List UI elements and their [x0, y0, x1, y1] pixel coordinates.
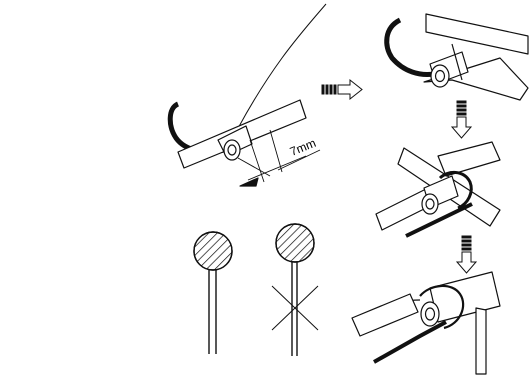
dimension-label: 7mm	[288, 136, 318, 159]
black-wire-4	[374, 322, 446, 362]
step2-tape-wrap	[387, 14, 528, 100]
lead-correct	[194, 232, 232, 354]
lead-incorrect	[276, 224, 314, 356]
arrow-right-icon	[322, 80, 362, 99]
tape-vertical-2	[426, 14, 528, 54]
step3-wire-wrap	[376, 142, 500, 236]
tape-strip-3	[438, 142, 500, 176]
tape-tail-4	[476, 308, 486, 374]
step1-stripped-cable	[170, 4, 326, 186]
arrow-down-icon-2	[457, 236, 476, 273]
flat-strip-4	[352, 294, 418, 336]
step4-finished-wrap	[352, 272, 500, 374]
arrow-down-icon	[452, 101, 471, 138]
cross-mark-icon	[272, 286, 318, 330]
tape-roll-4	[430, 272, 500, 322]
